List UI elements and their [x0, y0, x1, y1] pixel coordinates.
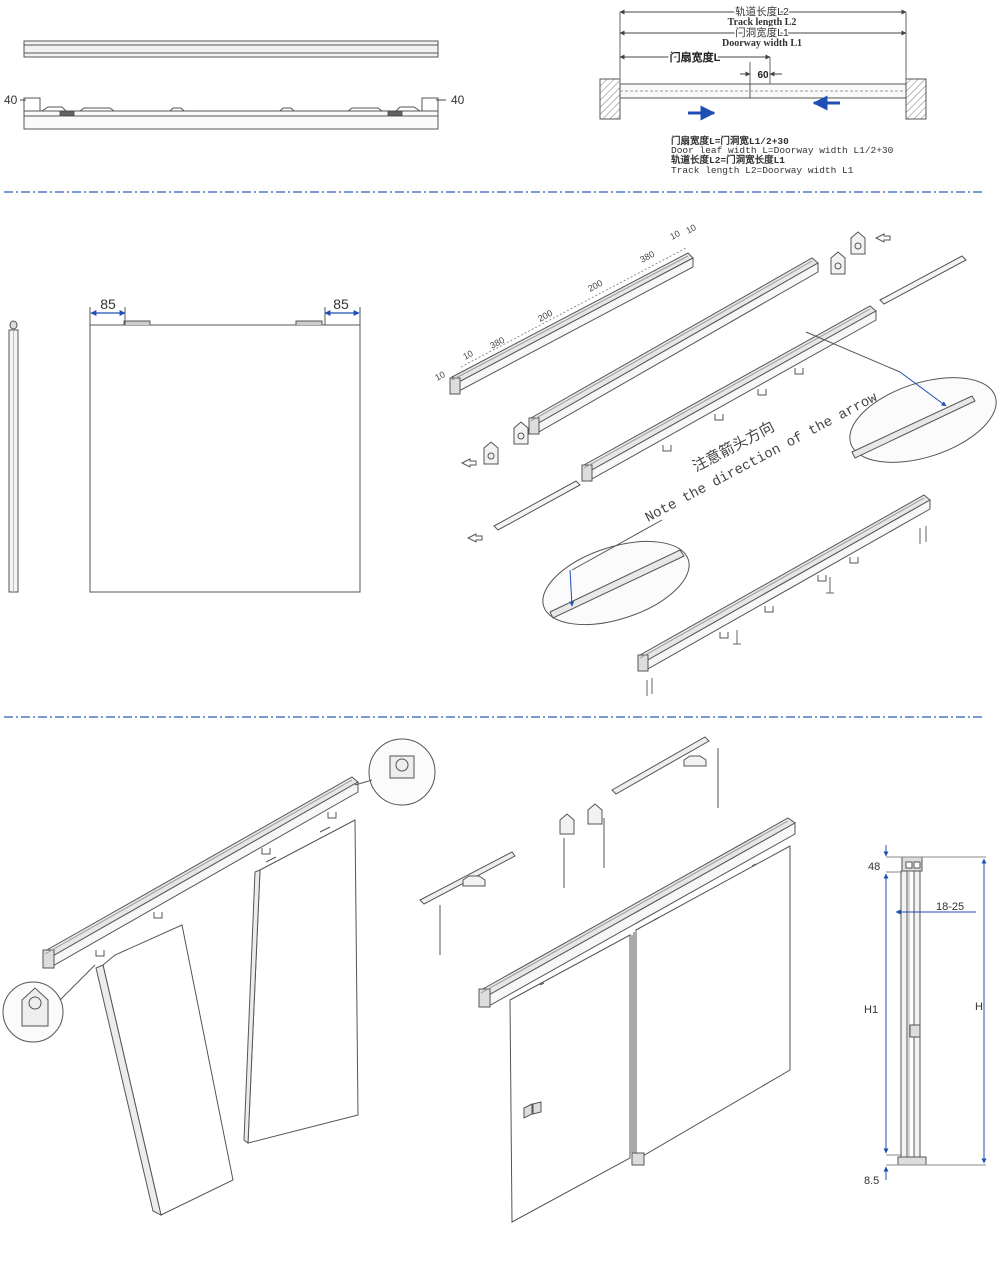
dim-h: H	[975, 1001, 983, 1013]
dim-10-a: 10	[433, 369, 447, 383]
dim-8-5: 8.5	[864, 1175, 879, 1187]
exploded-track-assembly	[449, 231, 997, 696]
door-leaf-front-view	[89, 307, 361, 593]
note-arrow-en: Note the direction of the arrow	[643, 390, 881, 527]
track-length-en: Track length L2	[728, 17, 797, 28]
dim-380-a: 380	[488, 335, 506, 351]
track-top-view	[23, 40, 439, 58]
track-front-view	[23, 97, 439, 130]
dim-h1: H1	[864, 1004, 878, 1016]
dim-10-d: 10	[684, 222, 698, 236]
rail-dimension-labels: 10 10 380 200 200 380 10 10	[433, 222, 698, 383]
dim-380-b: 380	[638, 249, 656, 265]
dim-10-b: 10	[461, 348, 475, 362]
doorway-width-en: Doorway width L1	[722, 38, 802, 49]
dim-left-40: 40	[4, 93, 18, 107]
dim-200-b: 200	[586, 278, 604, 294]
track-length-cn: 轨道长度L2	[735, 5, 789, 18]
formula-2-en: Track length L2=Doorway width L1	[671, 165, 854, 176]
dim-200-a: 200	[536, 308, 554, 324]
dim-18-25: 18-25	[936, 901, 964, 913]
door-leaf-side-view	[8, 320, 19, 593]
side-section-view	[886, 856, 986, 1166]
dim-48: 48	[868, 861, 880, 873]
single-track-install	[2, 738, 436, 1216]
doorway-width-cn: 门洞宽度L1	[735, 26, 789, 39]
doorway-plan	[599, 9, 927, 121]
overlap-60: 60	[757, 70, 769, 81]
dim-right-40: 40	[451, 93, 465, 107]
double-door-install	[419, 736, 796, 1223]
dim-85-right: 85	[333, 296, 349, 312]
formula-1-cn: 门扇宽度L=门洞宽L1/2+30	[671, 135, 789, 147]
dim-85-left: 85	[100, 296, 116, 312]
dim-10-c: 10	[668, 228, 682, 242]
leaf-width-cn: 门扇宽度L	[670, 50, 721, 64]
formula-2-cn: 轨道长度L2=门洞宽长度L1	[671, 154, 785, 166]
formula-1-en: Door leaf width L=Doorway width L1/2+30	[671, 145, 894, 156]
